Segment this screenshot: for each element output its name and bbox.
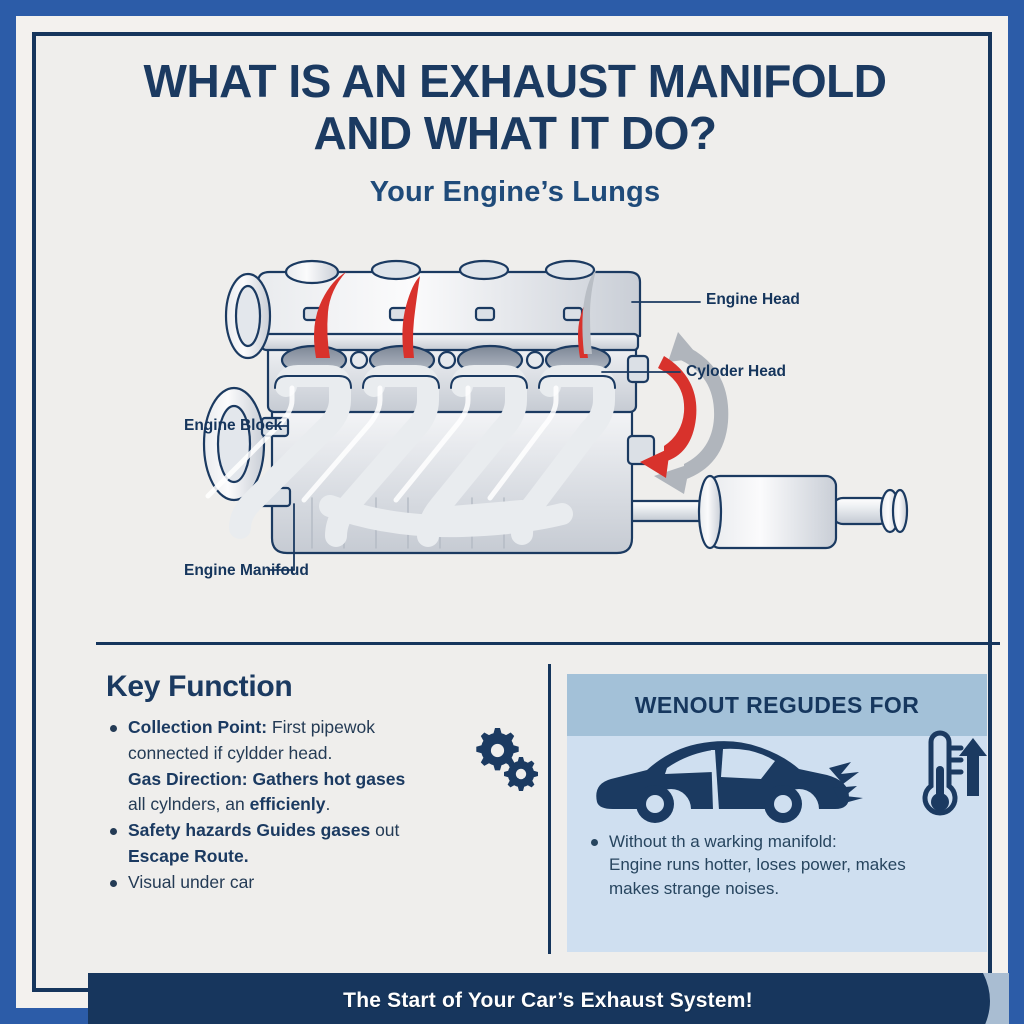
list-item-lead: Gas Direction: Gathers <box>128 768 319 789</box>
warning-line-3: makes strange noises. <box>609 878 780 898</box>
list-item-emphasis: efficienly <box>249 794 326 815</box>
list-item: Safety hazards Guides gases out <box>106 819 526 843</box>
title-block: WHAT IS AN EXHAUST MANIFOLD AND WHAT IT … <box>72 55 958 209</box>
engine-diagram: Engine Head Cyloder Head Engine Block En… <box>72 248 958 608</box>
up-arrow-icon <box>959 738 987 796</box>
list-item-tail: . <box>325 794 331 815</box>
exhaust-manifold-runners <box>229 365 615 547</box>
warning-panel: WENOUT REGUDES FOR <box>567 674 987 952</box>
list-item: Gas Direction: Gathers hot gases <box>106 768 526 792</box>
gears-icon <box>476 728 538 791</box>
section-divider-horizontal <box>96 642 1000 645</box>
red-flow-arrow <box>640 356 697 478</box>
page-subtitle: Your Engine’s Lungs <box>369 175 661 208</box>
ribbon-notch-icon <box>983 973 1009 1024</box>
warning-line-2: Engine runs hotter, loses power, makes <box>609 855 906 875</box>
list-item: Collection Point: First pipewok <box>106 716 526 740</box>
banner-bar: The Start of Your Car’s Exhaust System! <box>88 973 1008 1024</box>
key-function-list: Collection Point: First pipewok connecte… <box>106 716 526 895</box>
leader-lines <box>267 301 701 571</box>
list-item-text: connected if cyldder head. <box>128 742 333 763</box>
list-item: all cylnders, an efficienly. <box>106 793 526 817</box>
list-item-text: Visual under car <box>128 871 255 892</box>
list-item: connected if cyldder head. <box>106 742 526 766</box>
warning-panel-title: WENOUT REGUDES FOR <box>634 691 920 718</box>
diagram-label-engine-head: Engine Head <box>706 291 800 308</box>
key-function-heading: Key Function <box>106 670 293 703</box>
car-icon <box>596 741 863 823</box>
gray-flow-arrow <box>654 332 729 494</box>
warning-panel-artwork <box>567 730 987 823</box>
list-item-text: out <box>370 820 400 841</box>
list-item: Visual under car <box>106 871 526 895</box>
list-item-text: all cylnders, an <box>128 794 250 815</box>
diagram-label-engine-block: Engine Block <box>184 417 283 434</box>
list-item-lead: Escape Route. <box>128 845 249 866</box>
exhaust-puff-icon <box>829 762 863 804</box>
navy-inner-frame: WHAT IS AN EXHAUST MANIFOLD AND WHAT IT … <box>32 32 1009 1024</box>
section-divider-vertical <box>548 664 551 954</box>
key-function-column: Key Function Collection Point: First pip… <box>106 670 526 897</box>
page-title-line-2: AND WHAT IT DO? <box>313 106 717 159</box>
list-item-text: hot gases <box>318 768 406 789</box>
warning-panel-header: WENOUT REGUDES FOR <box>567 674 987 736</box>
warning-line-1: Without th a warking manifold: <box>609 832 837 851</box>
diagram-label-engine-manifold: Engine Manifoud <box>184 562 309 579</box>
list-item-text: First pipewok <box>267 717 375 737</box>
bottom-banner: The Start of Your Car’s Exhaust System! <box>88 973 1009 1024</box>
list-item-lead: Safety hazards Guides gases <box>128 820 371 841</box>
warning-list: Without th a warking manifold: Engine ru… <box>587 830 967 900</box>
list-item: Escape Route. <box>106 845 526 869</box>
engine-diagram-svg <box>202 259 909 571</box>
diagram-label-cylinder-head: Cyloder Head <box>686 363 786 380</box>
banner-text: The Start of Your Car’s Exhaust System! <box>343 989 753 1012</box>
list-item-lead: Collection Point: <box>128 717 268 737</box>
muffler-illustration <box>697 474 838 550</box>
list-item: Without th a warking manifold: Engine ru… <box>587 830 967 900</box>
warning-panel-body: Without th a warking manifold: Engine ru… <box>567 820 987 900</box>
page-title-line-1: WHAT IS AN EXHAUST MANIFOLD <box>143 55 887 107</box>
thermometer-rising-icon <box>922 730 987 816</box>
